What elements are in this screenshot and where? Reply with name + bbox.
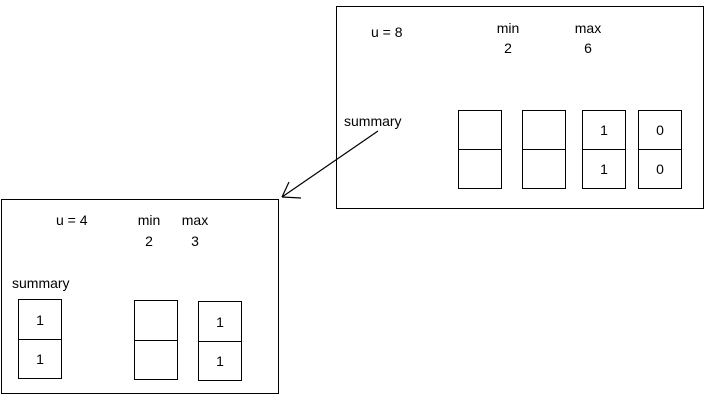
u4-summary-label: summary <box>12 275 70 291</box>
u4-max-label: max <box>181 212 209 228</box>
u8-cluster-0-bottom <box>458 149 502 189</box>
u8-cluster-3-bottom: 0 <box>638 149 682 189</box>
u8-cluster-3-top: 0 <box>638 110 682 150</box>
arrow-shaft <box>281 130 379 198</box>
u8-summary-label: summary <box>344 113 402 129</box>
u4-cluster-0-bottom <box>134 340 178 380</box>
u8-max-label: max <box>574 20 602 36</box>
u4-min-value: 2 <box>145 233 153 249</box>
arrow-head-upper <box>281 181 290 198</box>
u8-cluster-0-top <box>458 110 502 150</box>
u4-cluster-1-bottom: 1 <box>198 341 242 381</box>
u8-cluster-2-bottom: 1 <box>582 149 626 189</box>
u4-max-value: 3 <box>191 233 199 249</box>
u4-summary-bottom: 1 <box>18 339 62 379</box>
u8-min-label: min <box>496 20 520 36</box>
u8-cluster-2-top: 1 <box>582 110 626 150</box>
u4-cluster-1-top: 1 <box>198 301 242 342</box>
arrow-head-lower <box>281 196 302 199</box>
u8-cluster-1-bottom <box>522 149 566 189</box>
u4-universe-label: u = 4 <box>56 212 88 228</box>
u8-max-value: 6 <box>584 40 592 56</box>
u8-universe-label: u = 8 <box>371 24 403 40</box>
u8-min-value: 2 <box>504 40 512 56</box>
u4-min-label: min <box>137 212 161 228</box>
